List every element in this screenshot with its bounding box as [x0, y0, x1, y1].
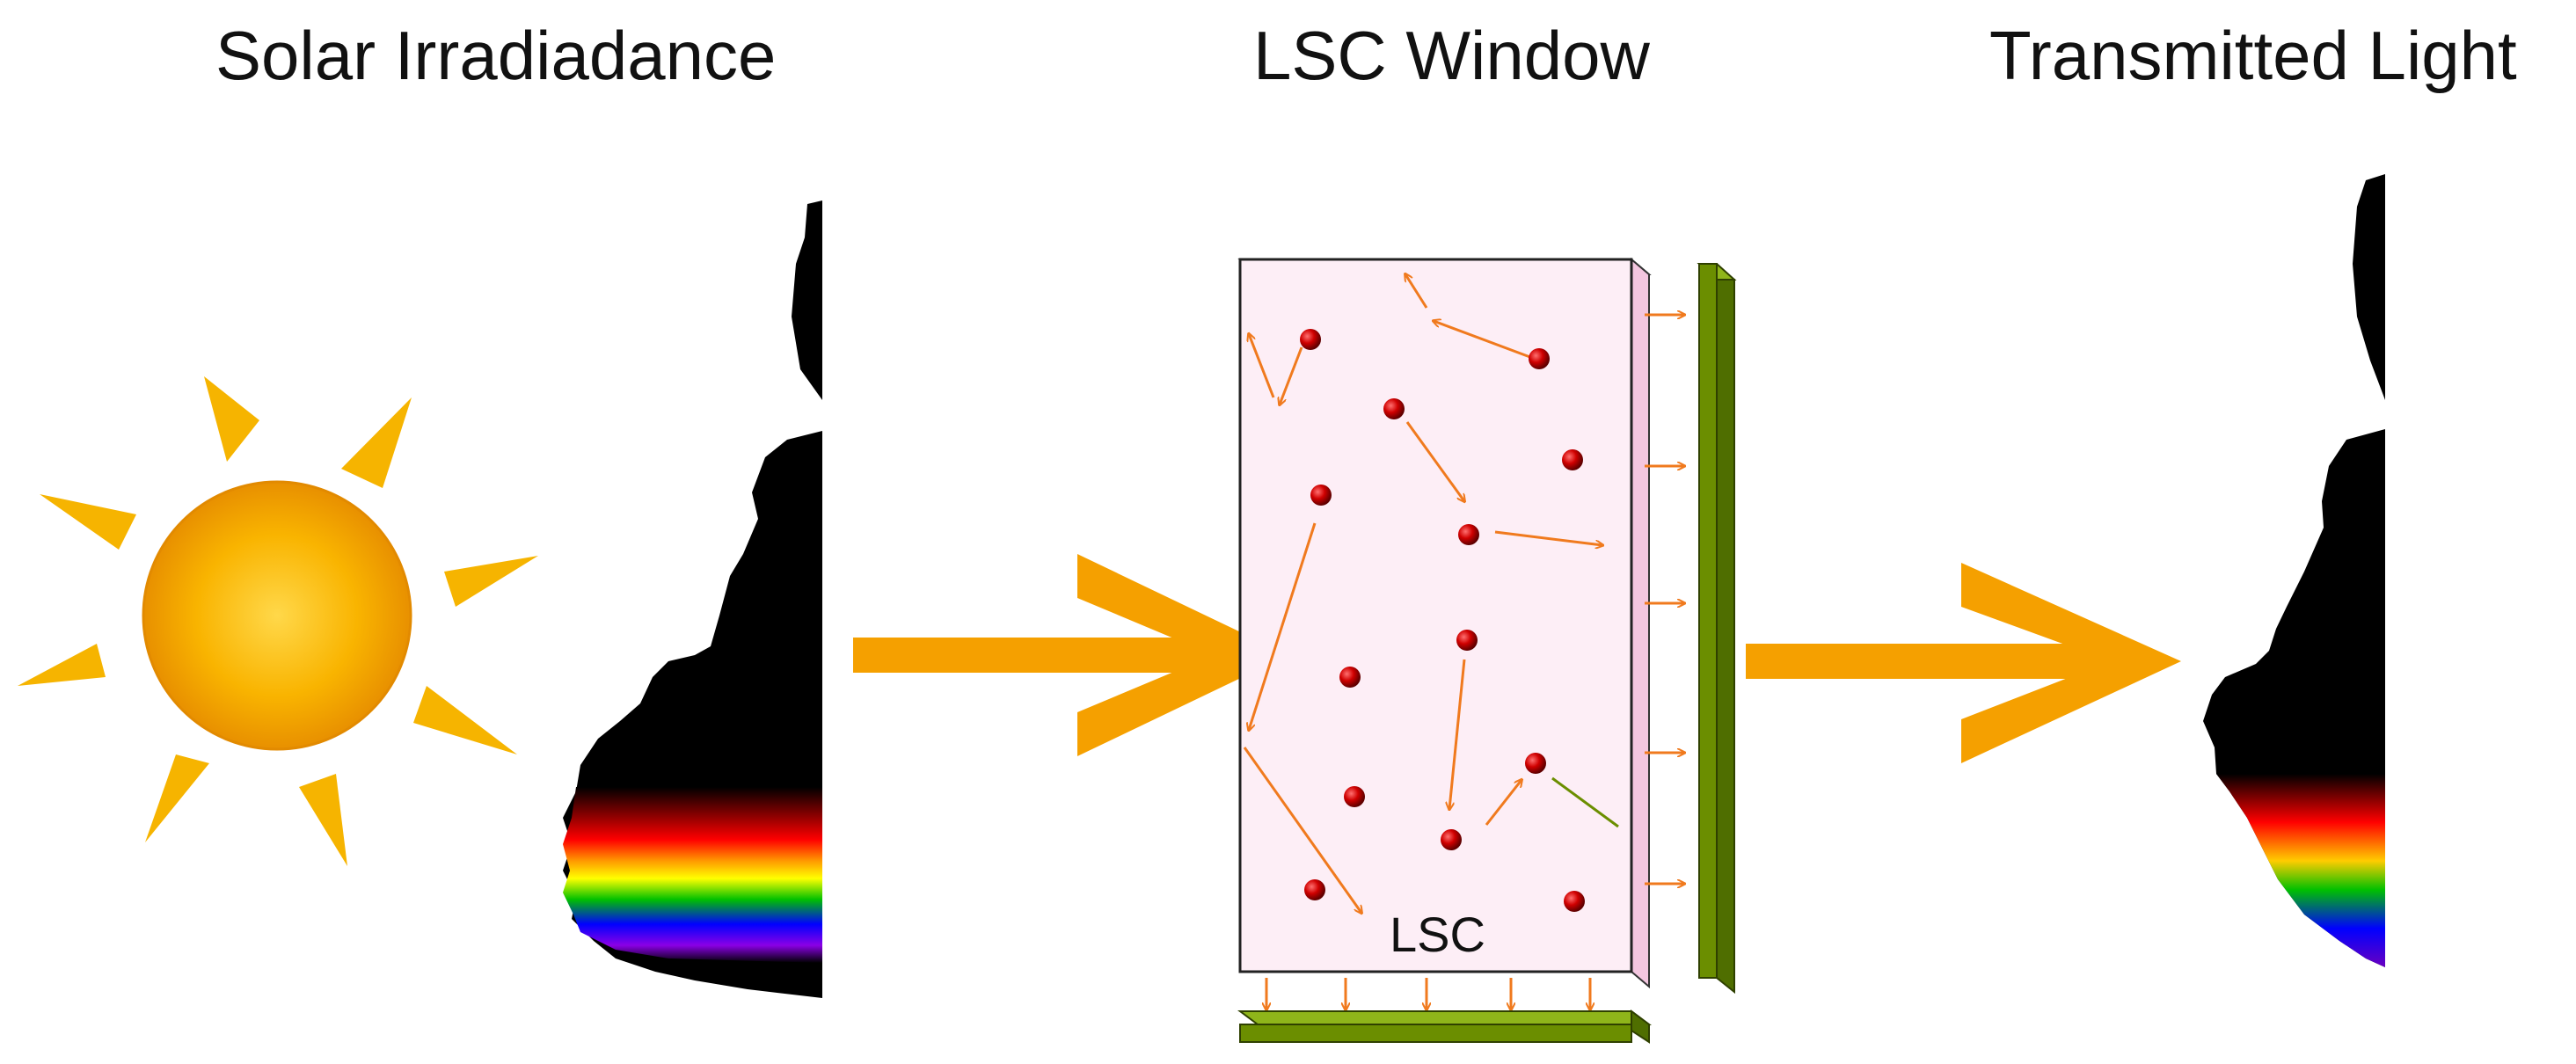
lsc-plate: LSC — [1237, 257, 1652, 989]
transmitted-light-arrow — [1746, 563, 2181, 763]
dye-molecule — [1529, 348, 1550, 369]
transmitted-spectrum — [2203, 174, 2385, 967]
title-transmitted-light: Transmitted Light — [1989, 17, 2517, 94]
dye-molecule — [1458, 524, 1479, 545]
dye-molecule — [1564, 891, 1585, 912]
solar-spectrum — [563, 200, 822, 998]
dye-molecule — [1310, 485, 1332, 506]
photon-paths — [1243, 274, 1619, 913]
solar-cell-right — [1697, 263, 1737, 995]
edge-emission-right — [1645, 315, 1684, 884]
sun-icon — [18, 376, 538, 866]
incident-light-arrow — [853, 554, 1288, 756]
solar-cell-bottom — [1237, 1009, 1652, 1044]
dye-molecule — [1441, 829, 1462, 850]
dye-molecule — [1525, 753, 1546, 774]
dye-molecule — [1339, 667, 1361, 688]
dye-molecule — [1562, 449, 1583, 470]
title-solar-irradiance: Solar Irradiadance — [215, 17, 777, 94]
lsc-label: LSC — [1390, 907, 1485, 962]
dye-molecule — [1383, 398, 1405, 419]
dye-molecule — [1304, 879, 1325, 900]
dye-molecule — [1456, 630, 1478, 651]
title-lsc-window: LSC Window — [1253, 17, 1650, 94]
dye-molecules — [1300, 329, 1585, 912]
dye-molecule — [1344, 786, 1365, 807]
dye-molecule — [1300, 329, 1321, 350]
edge-emission-bottom — [1266, 978, 1590, 1009]
